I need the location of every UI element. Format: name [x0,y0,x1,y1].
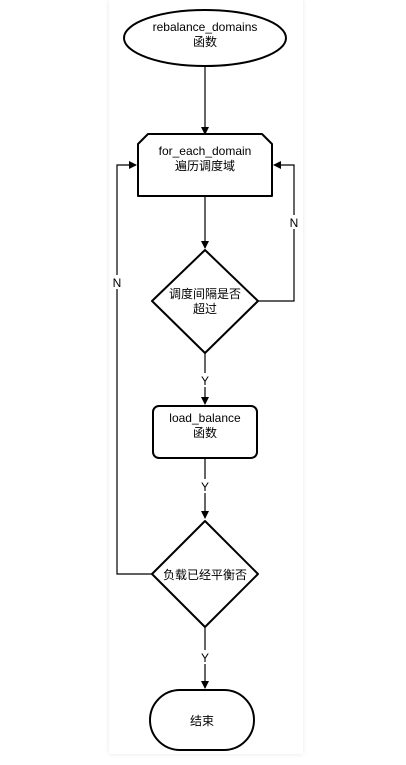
edge-label-bg-interval-no [287,215,301,229]
start-node-label-1: rebalance_domains [153,20,258,34]
balanced-check-node: 负载已经平衡否 [151,520,259,628]
start-node: rebalance_domains 函数 [123,9,287,67]
edge-label-balanced-no: N [113,276,122,290]
edge-balanced-no-loopback [116,161,152,575]
edge-label-balanced-yes: Y [201,651,209,665]
loop-node: for_each_domain 遍历调度域 [137,133,273,197]
interval-check-label-1: 调度间隔是否 [169,286,241,301]
edge-label-interval-no: N [290,216,299,230]
load-balance-label-2: 函数 [193,425,217,440]
balanced-check-label: 负载已经平衡否 [163,568,247,582]
edge-label-bg-balanced-yes [199,650,211,664]
load-balance-label-1: load_balance [169,411,241,425]
edge-label-load-balance-yes: Y [201,480,209,494]
end-node-label: 结束 [190,714,214,728]
edge-interval-no-loopback [258,161,295,302]
edge-label-interval-yes: Y [201,374,209,388]
loop-node-label-2: 遍历调度域 [175,158,235,173]
edge-label-bg-load-balance-yes [199,479,211,493]
end-node: 结束 [149,689,255,751]
load-balance-node: load_balance 函数 [152,405,258,459]
loop-node-label-1: for_each_domain [159,144,252,158]
interval-check-label-2: 超过 [193,301,217,316]
start-node-label-2: 函数 [193,34,217,49]
edge-label-bg-interval-yes [199,373,211,387]
interval-check-node: 调度间隔是否 超过 [151,249,259,354]
edge-label-bg-balanced-no [110,275,124,289]
